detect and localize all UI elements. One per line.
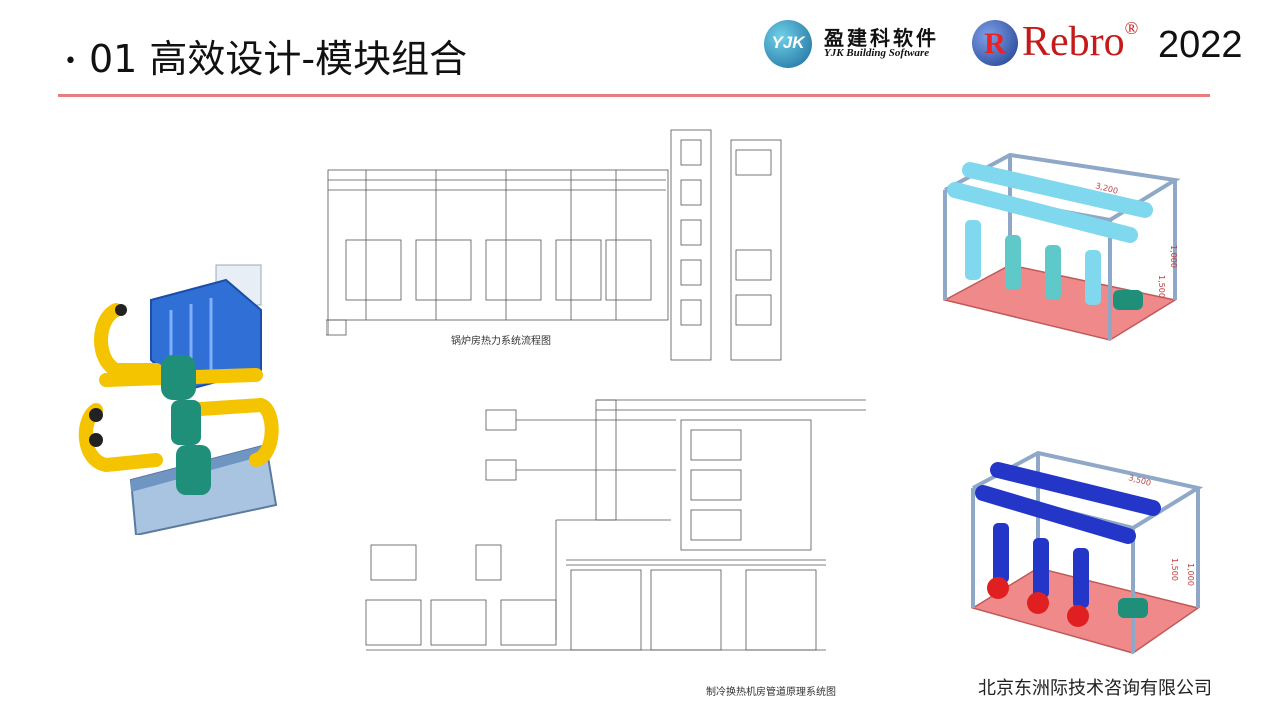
- bottom-module-dim-3: 1,000: [1186, 563, 1195, 586]
- rebro-logo-icon: R: [972, 20, 1018, 66]
- yjk-logo-icon: YJK: [764, 20, 812, 68]
- navy-pump-module-image: 3,500 1,500 1,000: [971, 450, 1204, 654]
- logo-bar: YJK 盈建科软件 YJK Building Software R Rebro®…: [760, 14, 1260, 76]
- cyan-pump-module-image: 3,200 1,500 1,000: [942, 152, 1181, 341]
- top-module-dim-3: 1,000: [1169, 245, 1178, 268]
- rebro-registered-mark: ®: [1124, 18, 1139, 38]
- yjk-badge-text: YJK: [771, 33, 805, 52]
- title-text: 01 高效设计-模块组合: [88, 37, 468, 81]
- chiller-diagram-caption: 制冷换热机房管道原理系统图: [706, 685, 836, 698]
- rebro-word-text: Rebro: [1022, 19, 1125, 65]
- boiler-diagram-caption: 锅炉房热力系统流程图: [451, 334, 551, 347]
- company-name: 北京东洲际技术咨询有限公司: [978, 678, 1212, 699]
- top-module-dim-2: 1,500: [1157, 275, 1166, 298]
- piping-schematic-drawing: 锅炉房热力系统流程图 制冷换热机房管道原理系统图: [326, 129, 866, 698]
- yjk-company-name: 盈建科软件: [824, 26, 939, 50]
- rebro-year: 2022: [1158, 24, 1243, 66]
- slide-title: • 01 高效设计-模块组合: [64, 28, 467, 83]
- yjk-english-name: YJK Building Software: [824, 47, 930, 59]
- title-bullet: •: [64, 49, 77, 74]
- yellow-pump-module-image: [78, 264, 279, 535]
- bottom-module-dim-2: 1,500: [1170, 558, 1179, 581]
- rebro-wordmark: Rebro®: [1022, 18, 1138, 66]
- rebro-badge-text: R: [984, 27, 1006, 60]
- title-underline: [58, 94, 1210, 97]
